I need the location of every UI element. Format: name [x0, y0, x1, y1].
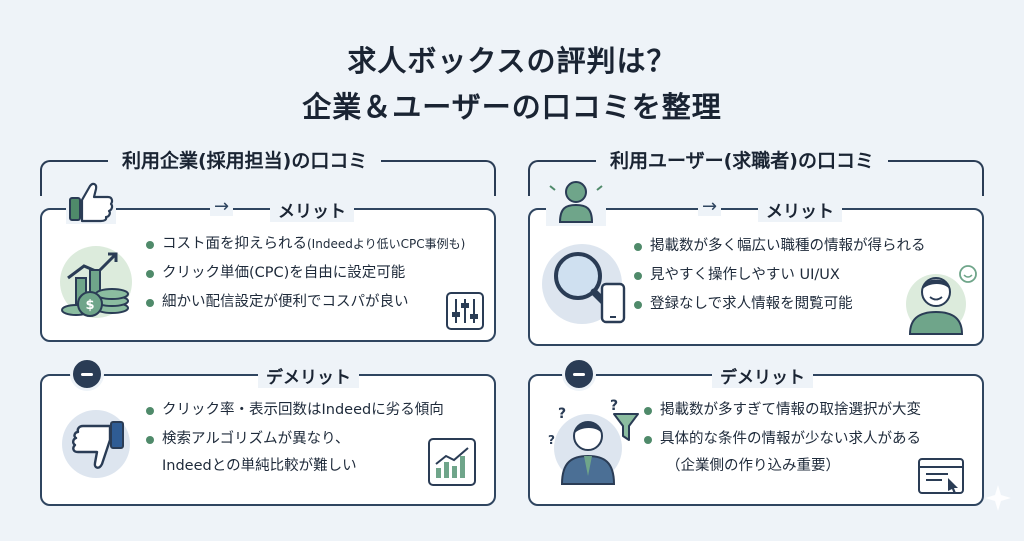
list-item: 検索アルゴリズムが異なり、: [144, 425, 444, 454]
arrow-icon: →: [210, 198, 234, 216]
thumbs-down-icon: [62, 410, 130, 478]
list-item: 登録なしで求人情報を閲覧可能: [632, 290, 926, 319]
company-demerit-label: デメリット: [258, 363, 359, 388]
svg-text:$: $: [85, 298, 94, 313]
company-section-heading: 利用企業(採用担当)の口コミ: [108, 146, 382, 173]
money-coins-icon: $: [60, 246, 132, 318]
svg-text:?: ?: [548, 433, 555, 447]
list-item: クリック率・表示回数はIndeedに劣る傾向: [144, 396, 444, 425]
user-section-heading: 利用ユーザー(求職者)の口コミ: [596, 146, 888, 173]
list-item: クリック単価(CPC)を自由に設定可能: [144, 259, 465, 288]
thumbs-up-icon: [66, 180, 116, 224]
person-icon: [546, 178, 606, 226]
list-item: 掲載数が多く幅広い職種の情報が得られる: [632, 232, 926, 261]
svg-text:?: ?: [610, 398, 618, 414]
confused-man-icon: ? ? ?: [548, 398, 622, 485]
sparkle-icon: [985, 485, 1011, 511]
page-title-line2: 企業＆ユーザーの口コミを整理: [302, 90, 722, 124]
minus-icon: [70, 357, 104, 391]
smiling-user-icon: [906, 265, 977, 335]
magnifier-phone-icon: [542, 244, 626, 324]
list-item: 具体的な条件の情報が少ない求人がある: [642, 425, 921, 454]
company-demerit-box: デメリット クリック率・表示回数はIndeedに劣る傾向 検索アルゴリズムが異な…: [40, 363, 496, 506]
list-item: 細かい配信設定が便利でコスパが良い: [144, 288, 465, 317]
list-item: 掲載数が多すぎて情報の取捨選択が大変: [642, 396, 921, 425]
user-demerit-box: デメリット 掲載数が多すぎて情報の取捨選択が大変 具体的な条件の情報が少ない求人…: [528, 363, 984, 506]
sliders-icon: [446, 292, 484, 330]
svg-text:?: ?: [558, 406, 566, 422]
list-item-continuation: （企業側の作り込み重要）: [666, 458, 840, 474]
page-title-line1: 求人ボックスの評判は？: [347, 44, 677, 78]
list-item: 見やすく操作しやすい UI/UX: [632, 261, 926, 290]
company-demerit-list: クリック率・表示回数はIndeedに劣る傾向 検索アルゴリズムが異なり、: [144, 396, 444, 454]
list-item: コスト面を抑えられる(Indeedより低いCPC事例も): [144, 230, 465, 259]
user-merit-label: メリット: [758, 197, 842, 222]
arrow-icon: →: [698, 198, 722, 216]
web-form-icon: [918, 458, 964, 494]
company-merit-label: メリット: [270, 197, 354, 222]
minus-icon: [562, 357, 596, 391]
user-demerit-label: デメリット: [712, 363, 813, 388]
user-merit-list: 掲載数が多く幅広い職種の情報が得られる 見やすく操作しやすい UI/UX 登録な…: [632, 232, 926, 319]
chart-icon: [428, 438, 476, 486]
user-demerit-list: 掲載数が多すぎて情報の取捨選択が大変 具体的な条件の情報が少ない求人がある: [642, 396, 921, 454]
user-merit-box: → メリット 掲載数が多く幅広い職種の情報が得られる 見やすく操作しやすい UI…: [528, 197, 984, 346]
list-item-continuation: Indeedとの単純比較が難しい: [162, 458, 357, 474]
company-merit-list: コスト面を抑えられる(Indeedより低いCPC事例も) クリック単価(CPC)…: [144, 230, 465, 317]
company-merit-box: → メリット コスト面を抑えられる(Indeedより低いCPC事例も) クリック…: [40, 197, 496, 342]
funnel-icon: [613, 413, 639, 441]
